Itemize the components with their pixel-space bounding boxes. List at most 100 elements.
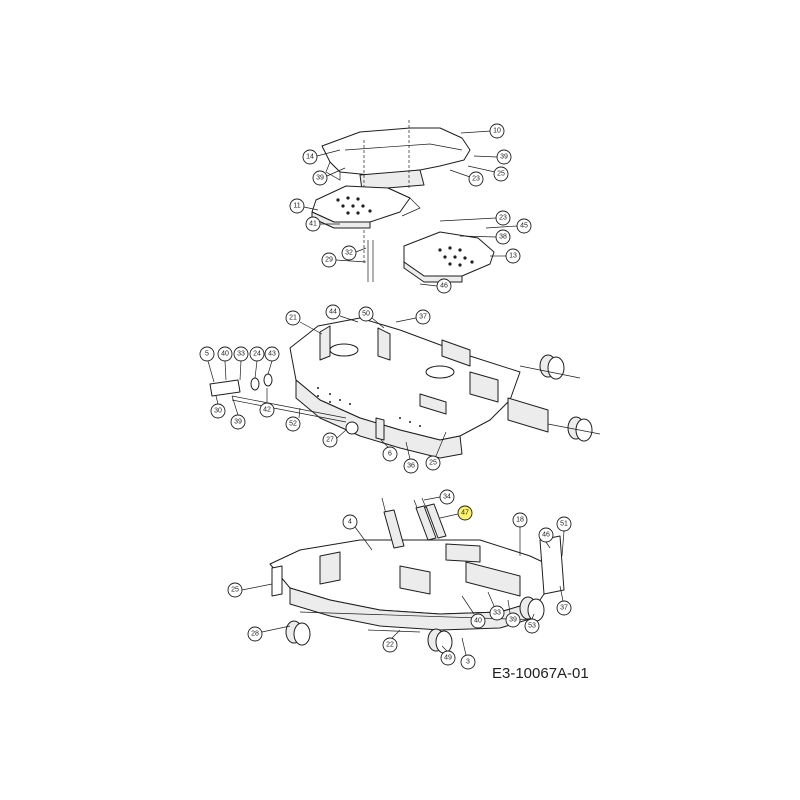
- svg-text:29: 29: [325, 257, 333, 264]
- callout-18: 18: [512, 512, 528, 556]
- svg-text:6: 6: [388, 451, 392, 458]
- svg-text:49: 49: [444, 655, 452, 662]
- callout-3: 3: [460, 637, 476, 670]
- callout-46: 46: [538, 527, 554, 549]
- svg-text:18: 18: [516, 517, 524, 524]
- svg-text:44: 44: [329, 309, 337, 316]
- callout-46: 46: [419, 278, 452, 294]
- svg-text:51: 51: [560, 521, 568, 528]
- svg-text:22: 22: [386, 642, 394, 649]
- svg-text:46: 46: [542, 532, 550, 539]
- svg-text:53: 53: [528, 623, 536, 630]
- mower-deck-assembly: [269, 497, 565, 654]
- callout-39: 39: [505, 599, 521, 628]
- callout-14: 14: [302, 149, 341, 165]
- svg-text:37: 37: [419, 314, 427, 321]
- svg-text:10: 10: [493, 128, 501, 135]
- callout-52: 52: [285, 407, 301, 432]
- callout-34: 34: [423, 489, 455, 505]
- svg-text:25: 25: [231, 587, 239, 594]
- svg-text:39: 39: [500, 154, 508, 161]
- callout-5: 5: [199, 346, 215, 383]
- callout-11: 11: [289, 198, 319, 214]
- callout-6: 6: [380, 439, 398, 462]
- callout-10: 10: [460, 123, 505, 139]
- callout-40: 40: [217, 346, 233, 381]
- svg-text:25: 25: [497, 171, 505, 178]
- callout-13: 13: [490, 248, 521, 264]
- callout-25: 25: [227, 582, 273, 598]
- callout-41: 41: [305, 216, 340, 232]
- callout-29: 29: [321, 252, 367, 268]
- callout-30: 30: [210, 395, 226, 419]
- svg-text:5: 5: [205, 351, 209, 358]
- callout-24: 24: [249, 346, 265, 379]
- callout-23: 23: [449, 169, 484, 187]
- svg-text:40: 40: [221, 351, 229, 358]
- callout-4: 4: [342, 514, 373, 551]
- callout-39: 39: [230, 395, 246, 430]
- svg-text:33: 33: [237, 351, 245, 358]
- callout-39: 39: [473, 149, 512, 165]
- svg-text:33: 33: [493, 610, 501, 617]
- callout-49: 49: [440, 645, 456, 666]
- callout-22: 22: [382, 629, 401, 653]
- callout-25: 25: [425, 431, 447, 471]
- svg-text:43: 43: [268, 351, 276, 358]
- drawing-code: E3-10067A-01: [492, 665, 589, 682]
- svg-text:36: 36: [407, 463, 415, 470]
- svg-text:45: 45: [520, 223, 528, 230]
- svg-text:30: 30: [214, 408, 222, 415]
- svg-text:23: 23: [499, 215, 507, 222]
- svg-text:32: 32: [345, 250, 353, 257]
- svg-text:37: 37: [560, 605, 568, 612]
- svg-text:41: 41: [309, 221, 317, 228]
- svg-text:39: 39: [316, 175, 324, 182]
- svg-text:25: 25: [429, 460, 437, 467]
- upper-cover-assembly: [311, 120, 495, 283]
- svg-text:3: 3: [466, 659, 470, 666]
- spring-bolts: [381, 497, 447, 549]
- svg-text:21: 21: [289, 315, 297, 322]
- callout-32: 32: [341, 245, 367, 261]
- svg-text:42: 42: [263, 407, 271, 414]
- callout-38: 38: [459, 229, 511, 245]
- callout-28: 28: [247, 625, 291, 642]
- callout-37: 37: [395, 309, 431, 325]
- callout-45: 45: [485, 218, 532, 234]
- svg-text:34: 34: [443, 494, 451, 501]
- callout-42: 42: [259, 388, 275, 418]
- callout-27: 27: [322, 429, 347, 448]
- svg-text:39: 39: [234, 419, 242, 426]
- svg-text:38: 38: [499, 234, 507, 241]
- callout-43: 43: [264, 346, 280, 375]
- callout-36: 36: [403, 441, 419, 474]
- svg-text:47: 47: [461, 510, 469, 517]
- callout-47-highlighted[interactable]: 47: [439, 505, 473, 521]
- svg-text:11: 11: [293, 203, 300, 210]
- svg-text:40: 40: [474, 618, 482, 625]
- callout-39: 39: [312, 167, 346, 186]
- callout-33: 33: [233, 346, 249, 381]
- callout-44: 44: [325, 304, 359, 323]
- callout-25: 25: [467, 165, 509, 182]
- svg-text:27: 27: [326, 437, 334, 444]
- svg-text:4: 4: [348, 519, 352, 526]
- callouts: 10 14 39 39 25 23 11 41 23 45 38 13 29 3…: [199, 123, 572, 670]
- svg-text:39: 39: [509, 617, 517, 624]
- callout-23: 23: [439, 210, 511, 226]
- deck-frame-assembly: [209, 317, 601, 459]
- svg-text:50: 50: [362, 311, 370, 318]
- svg-text:14: 14: [306, 154, 314, 161]
- svg-text:13: 13: [509, 253, 517, 260]
- svg-text:46: 46: [440, 283, 448, 290]
- svg-text:52: 52: [289, 421, 297, 428]
- callout-50: 50: [358, 306, 385, 329]
- callout-40: 40: [461, 595, 486, 629]
- callout-37: 37: [556, 585, 572, 616]
- callout-21: 21: [285, 310, 323, 335]
- callout-33: 33: [487, 591, 505, 621]
- callout-51: 51: [556, 516, 572, 557]
